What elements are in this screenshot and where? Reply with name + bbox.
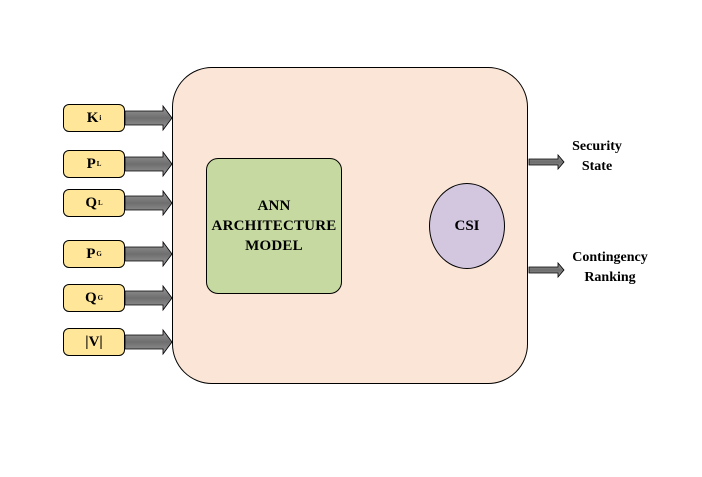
security-state-label: Security State bbox=[566, 137, 628, 177]
input-qg-subscript: G bbox=[97, 294, 104, 302]
input-ql-label: Q bbox=[85, 194, 97, 211]
input-ki-subscript: i bbox=[99, 114, 102, 122]
security-state-arrow bbox=[528, 153, 565, 171]
input-pg-label: P bbox=[86, 245, 96, 262]
input-ql-subscript: L bbox=[98, 199, 103, 207]
security-state-line-2: State bbox=[581, 159, 613, 174]
ann-architecture-model-box: ANN ARCHITECTURE MODEL bbox=[206, 158, 342, 294]
contingency-ranking-line-2: Ranking bbox=[584, 270, 636, 285]
input-ql-arrow bbox=[124, 189, 173, 217]
input-ki-label: K bbox=[86, 109, 99, 126]
input-v-label: |V| bbox=[85, 333, 103, 350]
input-pl-subscript: L bbox=[96, 160, 102, 168]
input-v-box: |V| bbox=[63, 328, 125, 356]
input-qg-label: Q bbox=[84, 289, 97, 306]
ann-line-2: ARCHITECTURE bbox=[211, 218, 337, 234]
csi-label: CSI bbox=[454, 217, 480, 234]
input-qg-arrow bbox=[124, 284, 173, 312]
ann-line-1: ANN bbox=[257, 198, 291, 214]
contingency-ranking-label: Contingency Ranking bbox=[566, 248, 654, 288]
input-ki-arrow bbox=[124, 104, 173, 132]
csi-circle: CSI bbox=[429, 183, 505, 269]
input-v-arrow bbox=[124, 328, 173, 356]
contingency-ranking-line-1: Contingency bbox=[572, 250, 648, 265]
input-pg-arrow bbox=[124, 240, 173, 268]
input-pl-arrow bbox=[124, 150, 173, 178]
input-pl-label: P bbox=[86, 155, 96, 172]
contingency-ranking-arrow bbox=[528, 261, 565, 279]
ann-architecture-model-label: ANN ARCHITECTURE MODEL bbox=[212, 196, 337, 256]
ann-line-3: MODEL bbox=[245, 238, 303, 254]
security-state-line-1: Security bbox=[572, 139, 622, 154]
input-pg-subscript: G bbox=[96, 250, 102, 258]
